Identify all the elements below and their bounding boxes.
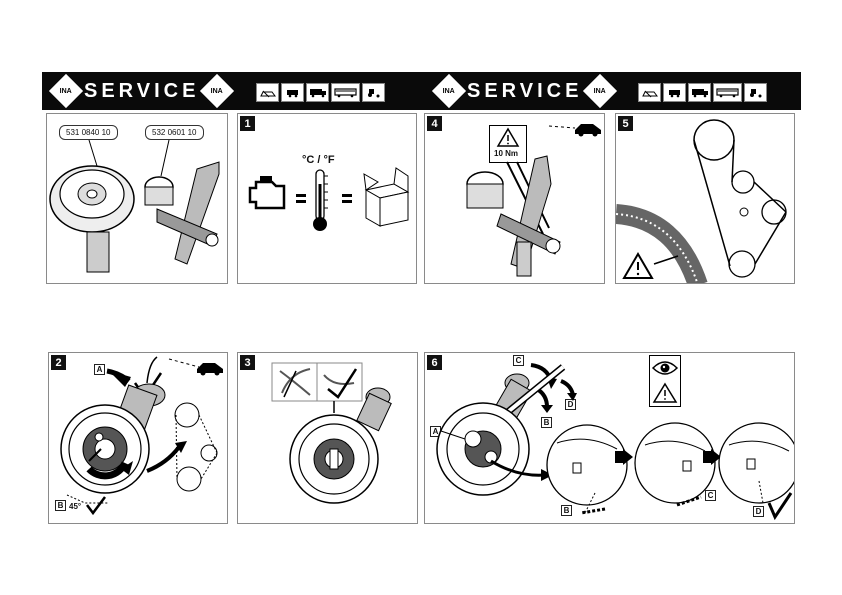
step-3-panel: 3 [237, 352, 418, 524]
ina-logo-icon: INA [432, 74, 466, 108]
label-b: B [55, 500, 66, 511]
tractor-icon [744, 83, 767, 102]
parts-illustration [49, 139, 220, 273]
brand-right: INA SERVICE INA [432, 74, 618, 108]
label-a: A [94, 364, 105, 375]
ina-logo-icon: INA [49, 74, 83, 108]
service-header: INA SERVICE INA INA SERVICE INA [42, 72, 801, 110]
tensioner-final-check-illustration [436, 363, 794, 521]
step-6-panel: 6 A C B D B C D [424, 352, 795, 524]
step-5-panel: 5 [615, 113, 795, 284]
tensioner-check-illustration [271, 362, 392, 504]
thermometer-icon [313, 169, 328, 231]
service-title-left: SERVICE [84, 79, 200, 102]
label-d: D [565, 399, 576, 410]
step-number: 3 [240, 355, 255, 370]
ina-logo-icon: INA [200, 74, 235, 108]
car-icon [638, 83, 661, 102]
car-icon [197, 363, 223, 376]
warning-triangle-icon [652, 382, 678, 403]
van-icon [663, 83, 686, 102]
tensioner-torque-illustration [466, 124, 601, 277]
cold-engine-illustration [248, 167, 410, 231]
step-1-panel: 1 °C / °F [237, 113, 417, 284]
engine-icon [248, 176, 286, 210]
truck-icon [306, 83, 329, 102]
step-number: 1 [240, 116, 255, 131]
bus-icon [331, 83, 360, 102]
vehicle-icons-left [256, 83, 385, 102]
truck-icon [688, 83, 711, 102]
tractor-icon [362, 83, 385, 102]
brand-left: INA SERVICE INA [49, 74, 235, 108]
van-icon [281, 83, 304, 102]
open-box-icon [363, 167, 410, 227]
car-icon [256, 83, 279, 102]
belt-routing-illustration [616, 119, 787, 283]
label-d-detail: D [753, 506, 764, 517]
warning-triangle-icon [496, 127, 520, 147]
temperature-unit-label: °C / °F [302, 154, 335, 166]
ina-logo-icon: INA [583, 74, 618, 108]
label-b-detail: B [561, 505, 572, 516]
torque-value: 10 Nm [494, 149, 519, 158]
label-c-detail: C [705, 490, 716, 501]
part-number-tensioner: 531 0840 10 [59, 125, 118, 140]
label-c: C [513, 355, 524, 366]
car-icon [575, 124, 601, 137]
eye-icon [651, 361, 679, 375]
angle-label: 45° [69, 502, 82, 511]
step-number: 4 [427, 116, 442, 131]
step-number: 6 [427, 355, 442, 370]
part-number-idler: 532 0601 10 [145, 125, 204, 140]
tensioner-adjust-illustration [60, 356, 223, 516]
step-4-panel: 4 10 Nm [424, 113, 605, 284]
bus-icon [713, 83, 742, 102]
inspect-warning-box [649, 355, 681, 407]
parts-panel: 531 0840 10 532 0601 10 [46, 113, 228, 284]
step-number: 2 [51, 355, 66, 370]
step-2-panel: 2 A B 45° [48, 352, 228, 524]
step-number: 5 [618, 116, 633, 131]
warning-triangle-icon [622, 252, 654, 279]
service-title-right: SERVICE [467, 79, 583, 102]
label-b: B [541, 417, 552, 428]
vehicle-icons-right [638, 83, 767, 102]
